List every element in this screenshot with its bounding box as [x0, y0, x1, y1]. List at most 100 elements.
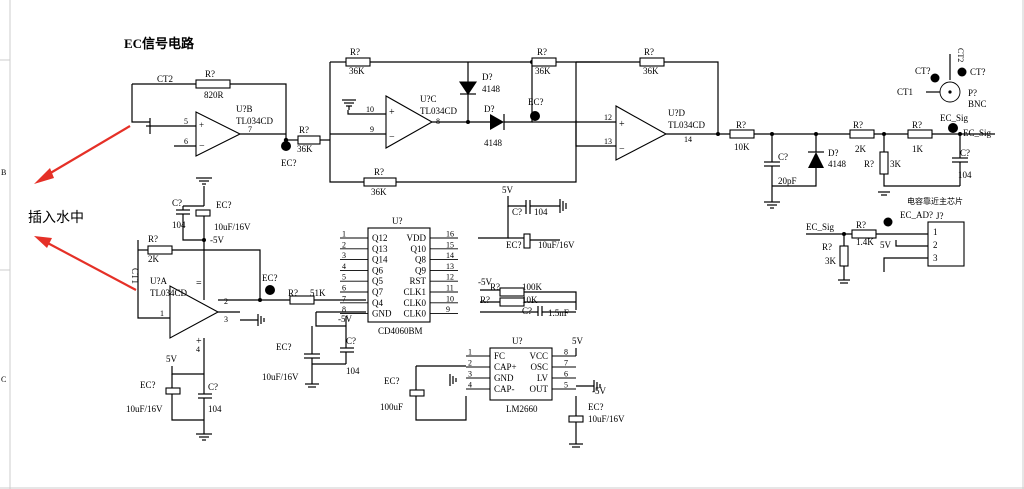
lm2660-pins-left-pin-number: 1 — [468, 348, 472, 357]
ecad-label: EC_AD? — [900, 210, 933, 220]
r10k-ref: R? — [736, 120, 746, 130]
r36e-value: 36K — [371, 187, 387, 197]
ecf-value: 10uF/16V — [588, 414, 625, 424]
u7d-ref: U?D — [668, 108, 685, 118]
stage-u7b: CT2 R? 820R + − 5 6 7 U?B TL034CD EC? R?… — [131, 69, 330, 168]
ecap-e — [409, 389, 425, 397]
eca-ref: EC? — [216, 200, 232, 210]
r3kb-value: 3K — [825, 256, 837, 266]
r2k-value: 2K — [855, 144, 867, 154]
resistor-3k-b — [839, 245, 849, 267]
r100k-ref: R? — [490, 282, 500, 292]
frame-mark-b: B — [1, 168, 6, 177]
ecap-b — [165, 387, 181, 395]
d1-value: 4148 — [482, 84, 501, 94]
r36b-value: 36K — [349, 66, 365, 76]
c104b-value: 104 — [208, 404, 222, 414]
d2-ref: D? — [484, 104, 495, 114]
bnc-connector: CT? CT? CT2 CT1 P? BNC — [897, 48, 987, 109]
u7a-part: TL034CD — [150, 288, 187, 298]
cd4060-pins-right-pin-name: Q10 — [411, 244, 427, 254]
cd4060-pins-left-pin-name: Q5 — [372, 276, 383, 286]
lm2660-pins-right-pin-number: 7 — [564, 359, 568, 368]
frame-mark-c: C — [1, 375, 6, 384]
resistor-36k-c — [531, 57, 557, 67]
diode-d3 — [808, 152, 824, 168]
u7c-pin9: 9 — [370, 125, 374, 134]
placement-note: 电容靠近主芯片 — [907, 196, 963, 206]
r820-ref: R? — [205, 69, 215, 79]
cd4060-pins-left-pin-number: 1 — [342, 230, 346, 239]
u7c-part: TL034CD — [420, 106, 457, 116]
svg-text:+: + — [389, 107, 395, 118]
r36e-ref: R? — [374, 167, 384, 177]
u7d-pin13: 13 — [604, 137, 612, 146]
j-5v-label: 5V — [880, 240, 892, 250]
u7d-pin12: 12 — [604, 113, 612, 122]
resistor-36k-e — [363, 177, 397, 187]
lm2660-pins-left-pin-number: 3 — [468, 370, 472, 379]
ecd-ref: EC? — [506, 240, 522, 250]
ct2-label: CT2 — [157, 74, 173, 84]
r10kb-value: 10K — [522, 295, 538, 305]
bnc-value: BNC — [968, 99, 987, 109]
resistor-2k-a — [147, 245, 173, 255]
c15-ref: C? — [522, 306, 532, 316]
resistor-3k — [879, 151, 889, 175]
ecap-a — [195, 209, 211, 217]
ecsig-input-label: EC_Sig — [806, 222, 835, 232]
ic-cd4060 — [367, 227, 431, 323]
u7a-pin2: 2 — [224, 297, 228, 306]
svg-text:+: + — [196, 336, 202, 347]
cd4060-pins-left-pin-name: Q6 — [372, 265, 383, 275]
u7a-ref: U?A — [150, 276, 167, 286]
cd4060-pins-left-pin-name: Q13 — [372, 244, 388, 254]
ecf-ref: EC? — [588, 402, 604, 412]
cd4060-pins-left-pin-number: 7 — [342, 294, 346, 303]
ecd-value: 10uF/16V — [538, 240, 575, 250]
ecsig-net-label: EC_Sig — [963, 128, 992, 138]
r10kb-ref: R? — [480, 295, 490, 305]
r36d-value: 36K — [643, 66, 659, 76]
stage-u7a: C? 104 EC? 10uF/16V -5V = + 4 2 3 1 U?A … — [126, 177, 366, 441]
lm2660-pins-right-pin-name: OSC — [530, 362, 548, 372]
svg-text:−: − — [199, 141, 205, 152]
m5d-label: -5V — [592, 386, 606, 396]
resistor-820r — [195, 79, 231, 89]
opamp-u7c — [385, 95, 434, 149]
cd4060-pins-right-pin-name: CLK0 — [404, 298, 427, 308]
ic-lm2660 — [489, 347, 553, 401]
r2ka-value: 2K — [148, 254, 160, 264]
u4060-part: CD4060BM — [378, 326, 423, 336]
r820-value: 820R — [204, 90, 224, 100]
cd4060-pins-left-pin-name: Q4 — [372, 298, 383, 308]
c20p-value: 20pF — [778, 176, 797, 186]
cd4060-pins-right-pin-number: 13 — [446, 262, 454, 271]
m5c-label: -5V — [478, 277, 492, 287]
m5a-label: -5V — [210, 235, 224, 245]
c20p-ref: C? — [778, 152, 788, 162]
svg-text:−: − — [389, 132, 395, 143]
r1k-value: 1K — [912, 144, 924, 154]
d1-ref: D? — [482, 72, 493, 82]
opamp-u7b — [195, 111, 242, 157]
lm2660-pins-left-pin-name: CAP- — [494, 384, 515, 394]
stage-cd4060: U? CD4060BM Q121Q132Q143Q64Q55Q76Q47GND8… — [262, 185, 577, 388]
r10k-value: 10K — [734, 142, 750, 152]
cd4060-pins-left-pin-number: 4 — [342, 262, 346, 271]
ecsig-label: EC_Sig — [940, 113, 969, 123]
cd4060-pins-right-pin-number: 16 — [446, 230, 454, 239]
ecc-ref: EC? — [276, 342, 292, 352]
ct2-vertical-label: CT2 — [956, 48, 965, 62]
r14k-value: 1.4K — [856, 237, 874, 247]
r51k-value: 51K — [310, 288, 326, 298]
ec2-label: EC? — [528, 97, 544, 107]
annotation-arrow-upper — [34, 125, 131, 184]
v5b-label: 5V — [502, 185, 514, 195]
ecc-value: 10uF/16V — [262, 372, 299, 382]
u7a-pin3: 3 — [224, 315, 228, 324]
cd4060-pins-left-pin-number: 8 — [342, 305, 346, 314]
j-ref: J? — [936, 211, 944, 221]
